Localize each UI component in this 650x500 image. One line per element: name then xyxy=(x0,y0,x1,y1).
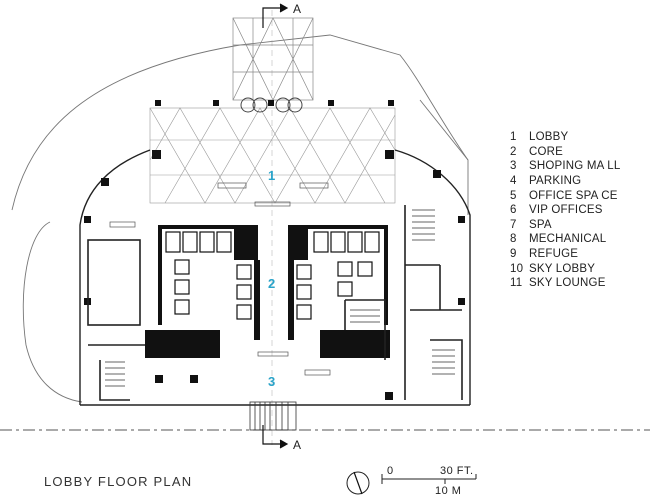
legend-item: 6 VIP OFFICES xyxy=(510,203,645,218)
legend-item-label: CORE xyxy=(529,145,564,158)
legend-item-number: 2 xyxy=(510,145,517,158)
legend-item-label: REFUGE xyxy=(529,248,579,261)
legend-item-number: 5 xyxy=(510,189,517,202)
room-label-mall: 3 xyxy=(268,374,275,389)
legend-item-number: 10 xyxy=(510,262,524,275)
legend-item: 9 REFUGE xyxy=(510,247,645,262)
legend-item: 1 LOBBY xyxy=(510,130,645,145)
left-stair xyxy=(105,361,125,387)
legend-item: 4 PARKING xyxy=(510,174,645,189)
legend: 1 LOBBY 2 CORE 3 SHOPING MA LL 4 PARKING 5 OFFICE… xyxy=(510,130,645,291)
section-marker-top xyxy=(262,3,289,28)
legend-item-label: LOBBY xyxy=(529,131,569,144)
core-walls xyxy=(145,225,390,358)
legend-item-label: OFFICE SPA CE xyxy=(529,189,618,202)
left-wing-walls xyxy=(87,239,145,401)
legend-item-number: 8 xyxy=(510,233,517,246)
legend-item-label: PARKING xyxy=(529,175,582,188)
legend-item-label: SHOPING MA LL xyxy=(529,160,621,173)
legend-item-label: SKY LOUNGE xyxy=(529,277,606,290)
legend-item-label: SKY LOBBY xyxy=(529,262,596,275)
right-stairs xyxy=(350,209,455,375)
legend-item-number: 11 xyxy=(510,277,523,290)
legend-item-number: 4 xyxy=(510,175,517,188)
lobby-benches xyxy=(109,182,331,376)
section-label-top: A xyxy=(293,2,301,16)
scale-bar xyxy=(381,474,477,484)
lobby-lattice xyxy=(149,107,396,204)
legend-item-number: 7 xyxy=(510,218,517,231)
legend-item: 10 SKY LOBBY xyxy=(510,261,645,276)
elevator-cabs xyxy=(165,231,380,320)
perimeter-columns xyxy=(84,100,465,400)
legend-item: 7 SPA xyxy=(510,218,645,233)
building-envelope xyxy=(79,149,471,406)
section-marker-bottom xyxy=(262,425,289,449)
legend-item-number: 1 xyxy=(510,131,517,144)
room-label-core: 2 xyxy=(268,276,275,291)
north-arrow-icon xyxy=(346,471,370,495)
legend-item-label: MECHANICAL xyxy=(529,233,607,246)
entrance-steps xyxy=(249,401,297,431)
legend-item-number: 9 xyxy=(510,248,517,261)
legend-item: 3 SHOPING MA LL xyxy=(510,159,645,174)
entry-doors xyxy=(240,97,303,113)
legend-item-label: VIP OFFICES xyxy=(529,204,603,217)
legend-item: 11 SKY LOUNGE xyxy=(510,276,645,291)
legend-item-number: 3 xyxy=(510,160,517,173)
scale-feet-label: 30 FT. xyxy=(440,465,474,477)
plan-title: LOBBY FLOOR PLAN xyxy=(44,474,193,489)
scale-zero-label: 0 xyxy=(387,465,394,477)
legend-item-number: 6 xyxy=(510,204,517,217)
right-wing-walls xyxy=(344,205,463,400)
entry-canopy xyxy=(232,17,314,101)
section-label-bottom: A xyxy=(293,438,301,452)
site-boundary xyxy=(11,34,469,403)
legend-item: 5 OFFICE SPA CE xyxy=(510,188,645,203)
room-label-lobby: 1 xyxy=(268,168,275,183)
legend-item-label: SPA xyxy=(529,218,552,231)
legend-item: 2 CORE xyxy=(510,145,645,160)
scale-meters-label: 10 M xyxy=(435,485,462,497)
legend-item: 8 MECHANICAL xyxy=(510,232,645,247)
